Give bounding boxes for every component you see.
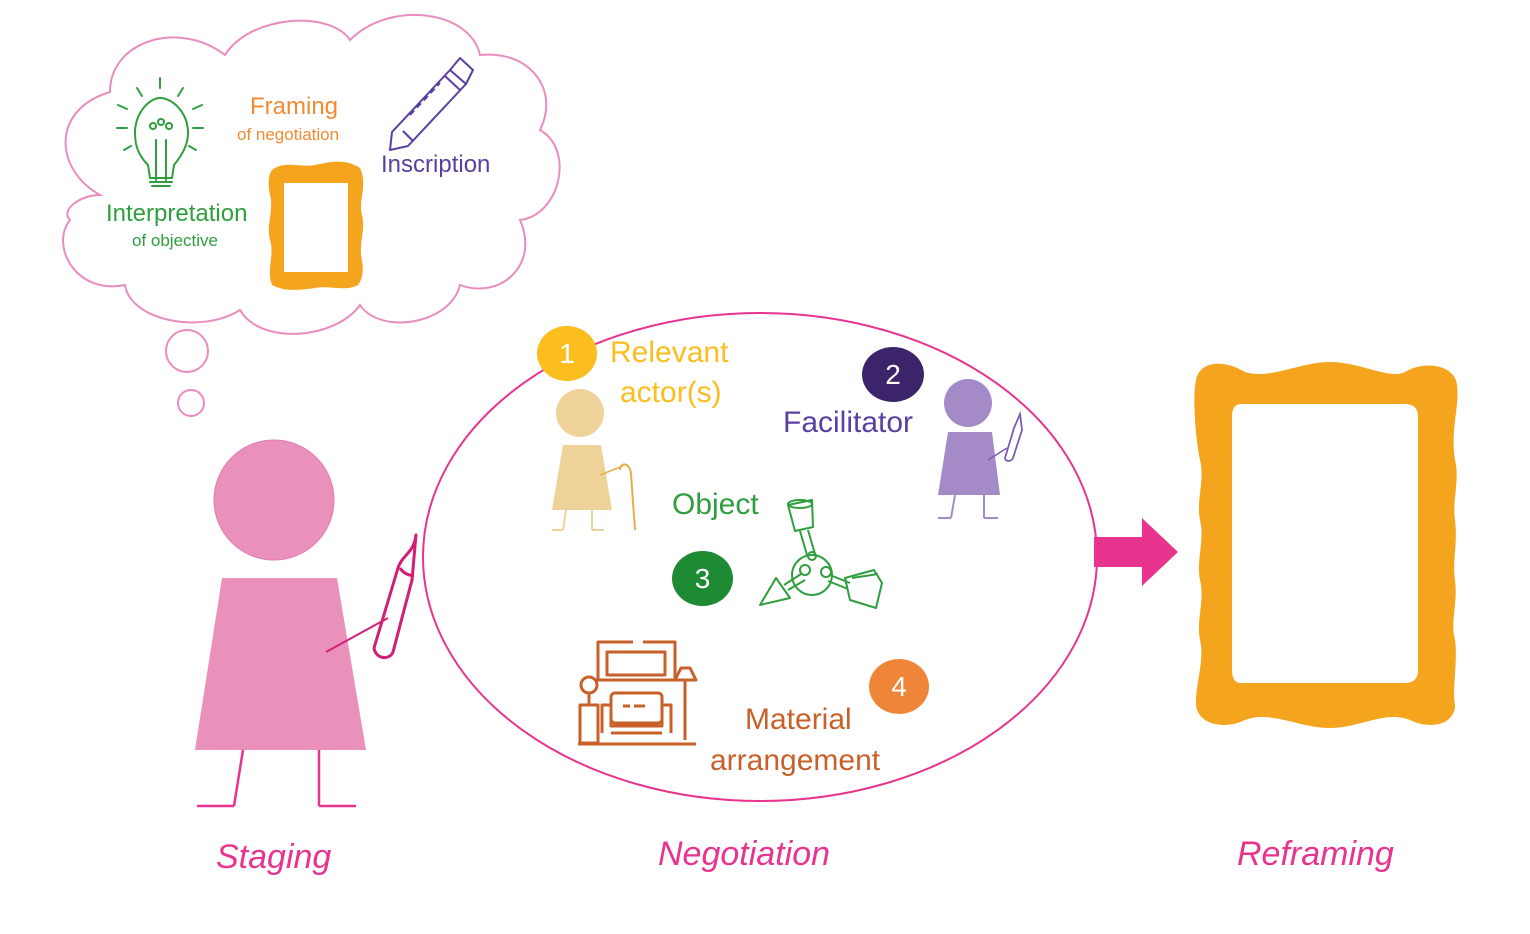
thought-bubble-large [165, 329, 209, 373]
facilitator-person-icon [938, 379, 1023, 519]
tripod-object-icon [759, 499, 883, 609]
inscription-label: Inscription [381, 151, 491, 178]
material-arrangement-line1: Material [745, 703, 852, 736]
thought-cloud [62, 13, 561, 335]
elderly-person-icon [552, 389, 636, 531]
badge-1: 1 [537, 326, 597, 381]
badge-3: 3 [672, 551, 733, 606]
relevant-actors-line1: Relevant [610, 336, 729, 369]
phase-reframing-label: Reframing [1237, 835, 1394, 873]
staging-person-head [213, 439, 335, 561]
facilitator-label: Facilitator [783, 406, 914, 439]
framing-title: Framing [250, 93, 339, 120]
interpretation-subtitle: of objective [132, 231, 218, 250]
badge-2: 2 [862, 347, 924, 402]
pencil-icon [389, 57, 474, 151]
badge-4: 4 [869, 659, 929, 714]
reframing-frame-icon [1194, 362, 1458, 728]
marker-pen-icon [372, 533, 418, 659]
living-room-furniture-icon [578, 640, 698, 746]
arrow-to-reframing [1094, 518, 1178, 586]
material-arrangement-line2: arrangement [710, 744, 881, 777]
staging-person [195, 439, 418, 808]
phase-staging-label: Staging [216, 838, 332, 876]
frame-icon [268, 161, 364, 290]
framing-subtitle: of negotiation [237, 125, 340, 144]
relevant-actors-line2: actor(s) [620, 376, 722, 409]
object-label: Object [672, 488, 759, 521]
phase-negotiation-label: Negotiation [658, 835, 831, 873]
staging-person-body [195, 578, 366, 750]
interpretation-title: Interpretation [106, 200, 248, 227]
lightbulb-icon [116, 77, 204, 187]
thought-bubble-small [177, 389, 205, 417]
